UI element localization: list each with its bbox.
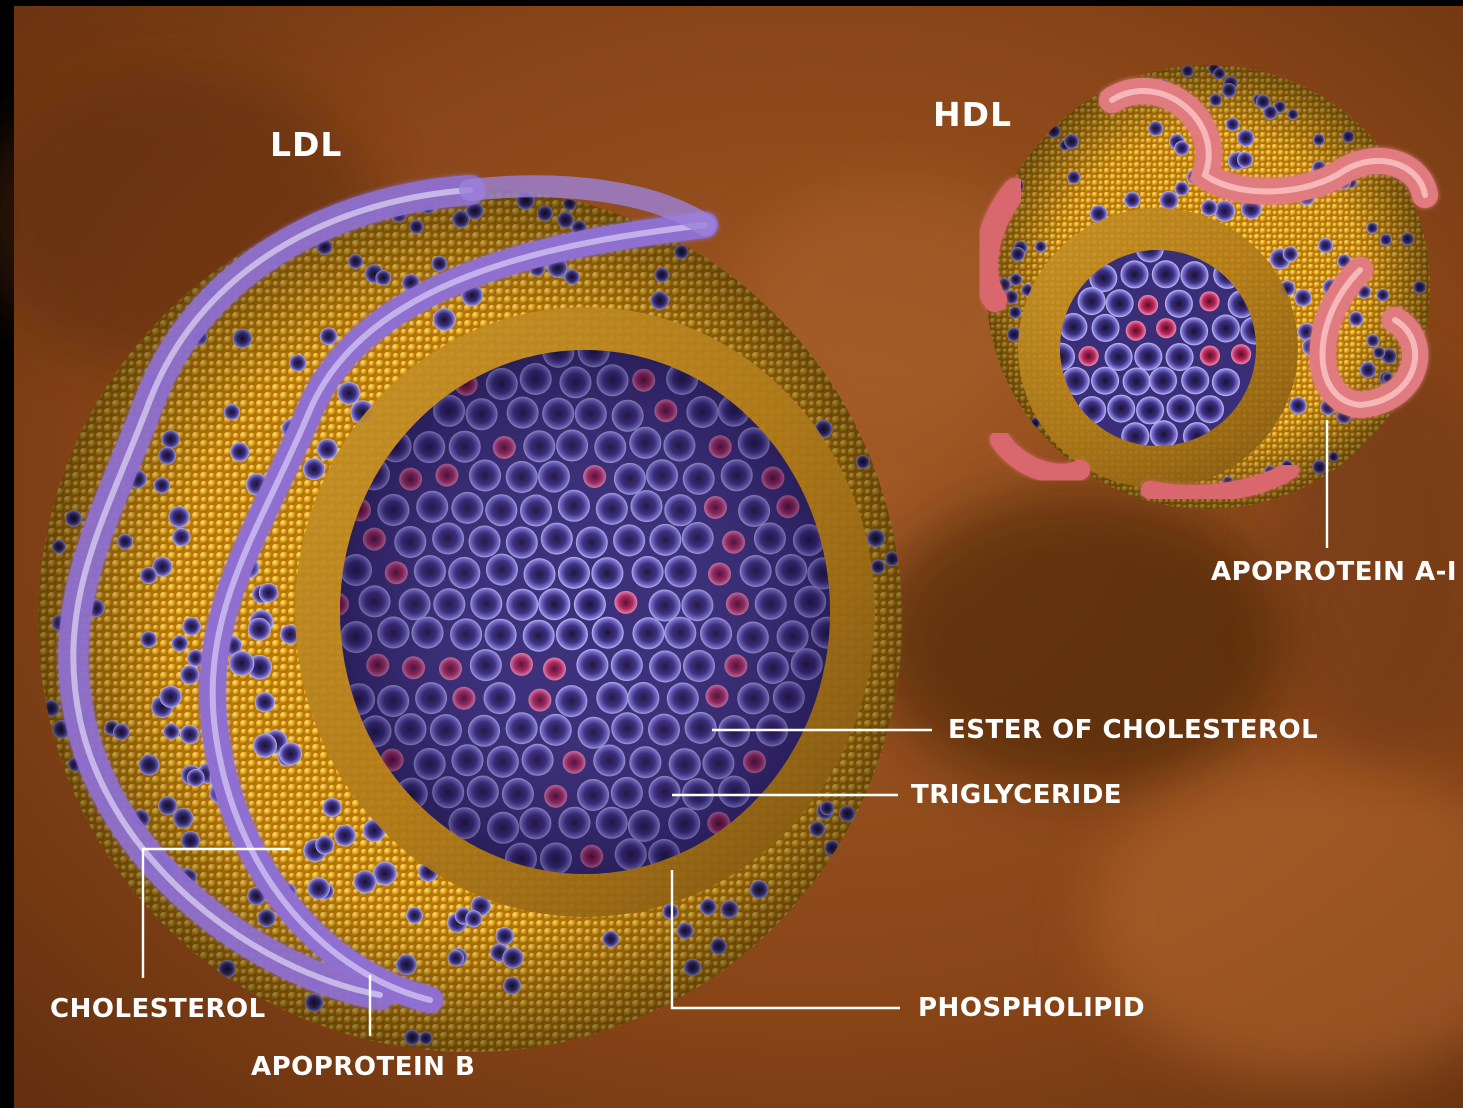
cholesterol-ester-molecule (1196, 395, 1224, 423)
cholesterol-ester-molecule (1106, 289, 1134, 317)
cholesterol-ester-molecule (1107, 395, 1135, 423)
label-cholesterol: CHOLESTEROL (50, 994, 266, 1024)
cholesterol-ester-molecule (1212, 315, 1240, 343)
hdl-particle (986, 63, 1430, 509)
cholesterol-ester-molecule (1181, 261, 1209, 289)
cholesterol-ester-molecule (1181, 366, 1209, 394)
ldl-title: LDL (270, 125, 342, 164)
cholesterol-ester-molecule (1123, 368, 1151, 396)
cholesterol-ester-molecule (1105, 343, 1133, 371)
cholesterol-ester-molecule (1167, 395, 1195, 423)
cholesterol-ester-molecule (1212, 368, 1240, 396)
label-apoprotein-a1: APOPROTEIN A-I (1211, 557, 1457, 587)
triglyceride-molecule (1138, 295, 1158, 315)
cholesterol-ester-molecule (1165, 290, 1193, 318)
label-triglyceride: TRIGLYCERIDE (911, 780, 1122, 810)
cholesterol-ester-molecule (1136, 396, 1164, 424)
label-ester-of-cholesterol: ESTER OF CHOLESTEROL (948, 715, 1318, 745)
cholesterol-ester-molecule (1092, 314, 1120, 342)
triglyceride-molecule (1079, 346, 1099, 366)
triglyceride-molecule (1231, 344, 1251, 364)
cholesterol-ester-molecule (1152, 260, 1180, 288)
cholesterol-ester-molecule (1121, 260, 1149, 288)
triglyceride-molecule (1156, 318, 1176, 338)
cholesterol-ester-molecule (1078, 287, 1106, 315)
ldl-particle (38, 185, 902, 1052)
label-phospholipid: PHOSPHOLIPID (918, 993, 1145, 1023)
label-apoprotein-b: APOPROTEIN B (251, 1052, 475, 1082)
cholesterol-ester-molecule (1166, 343, 1194, 371)
cholesterol-ester-molecule (1149, 367, 1177, 395)
cholesterol-ester-molecule (1180, 317, 1208, 345)
hdl-title: HDL (933, 95, 1012, 134)
cholesterol-ester-molecule (1091, 367, 1119, 395)
triglyceride-molecule (1200, 346, 1220, 366)
cholesterol-ester-molecule (1150, 420, 1178, 448)
triglyceride-molecule (1126, 321, 1146, 341)
cholesterol-ester-molecule (1134, 343, 1162, 371)
triglyceride-molecule (1199, 291, 1219, 311)
